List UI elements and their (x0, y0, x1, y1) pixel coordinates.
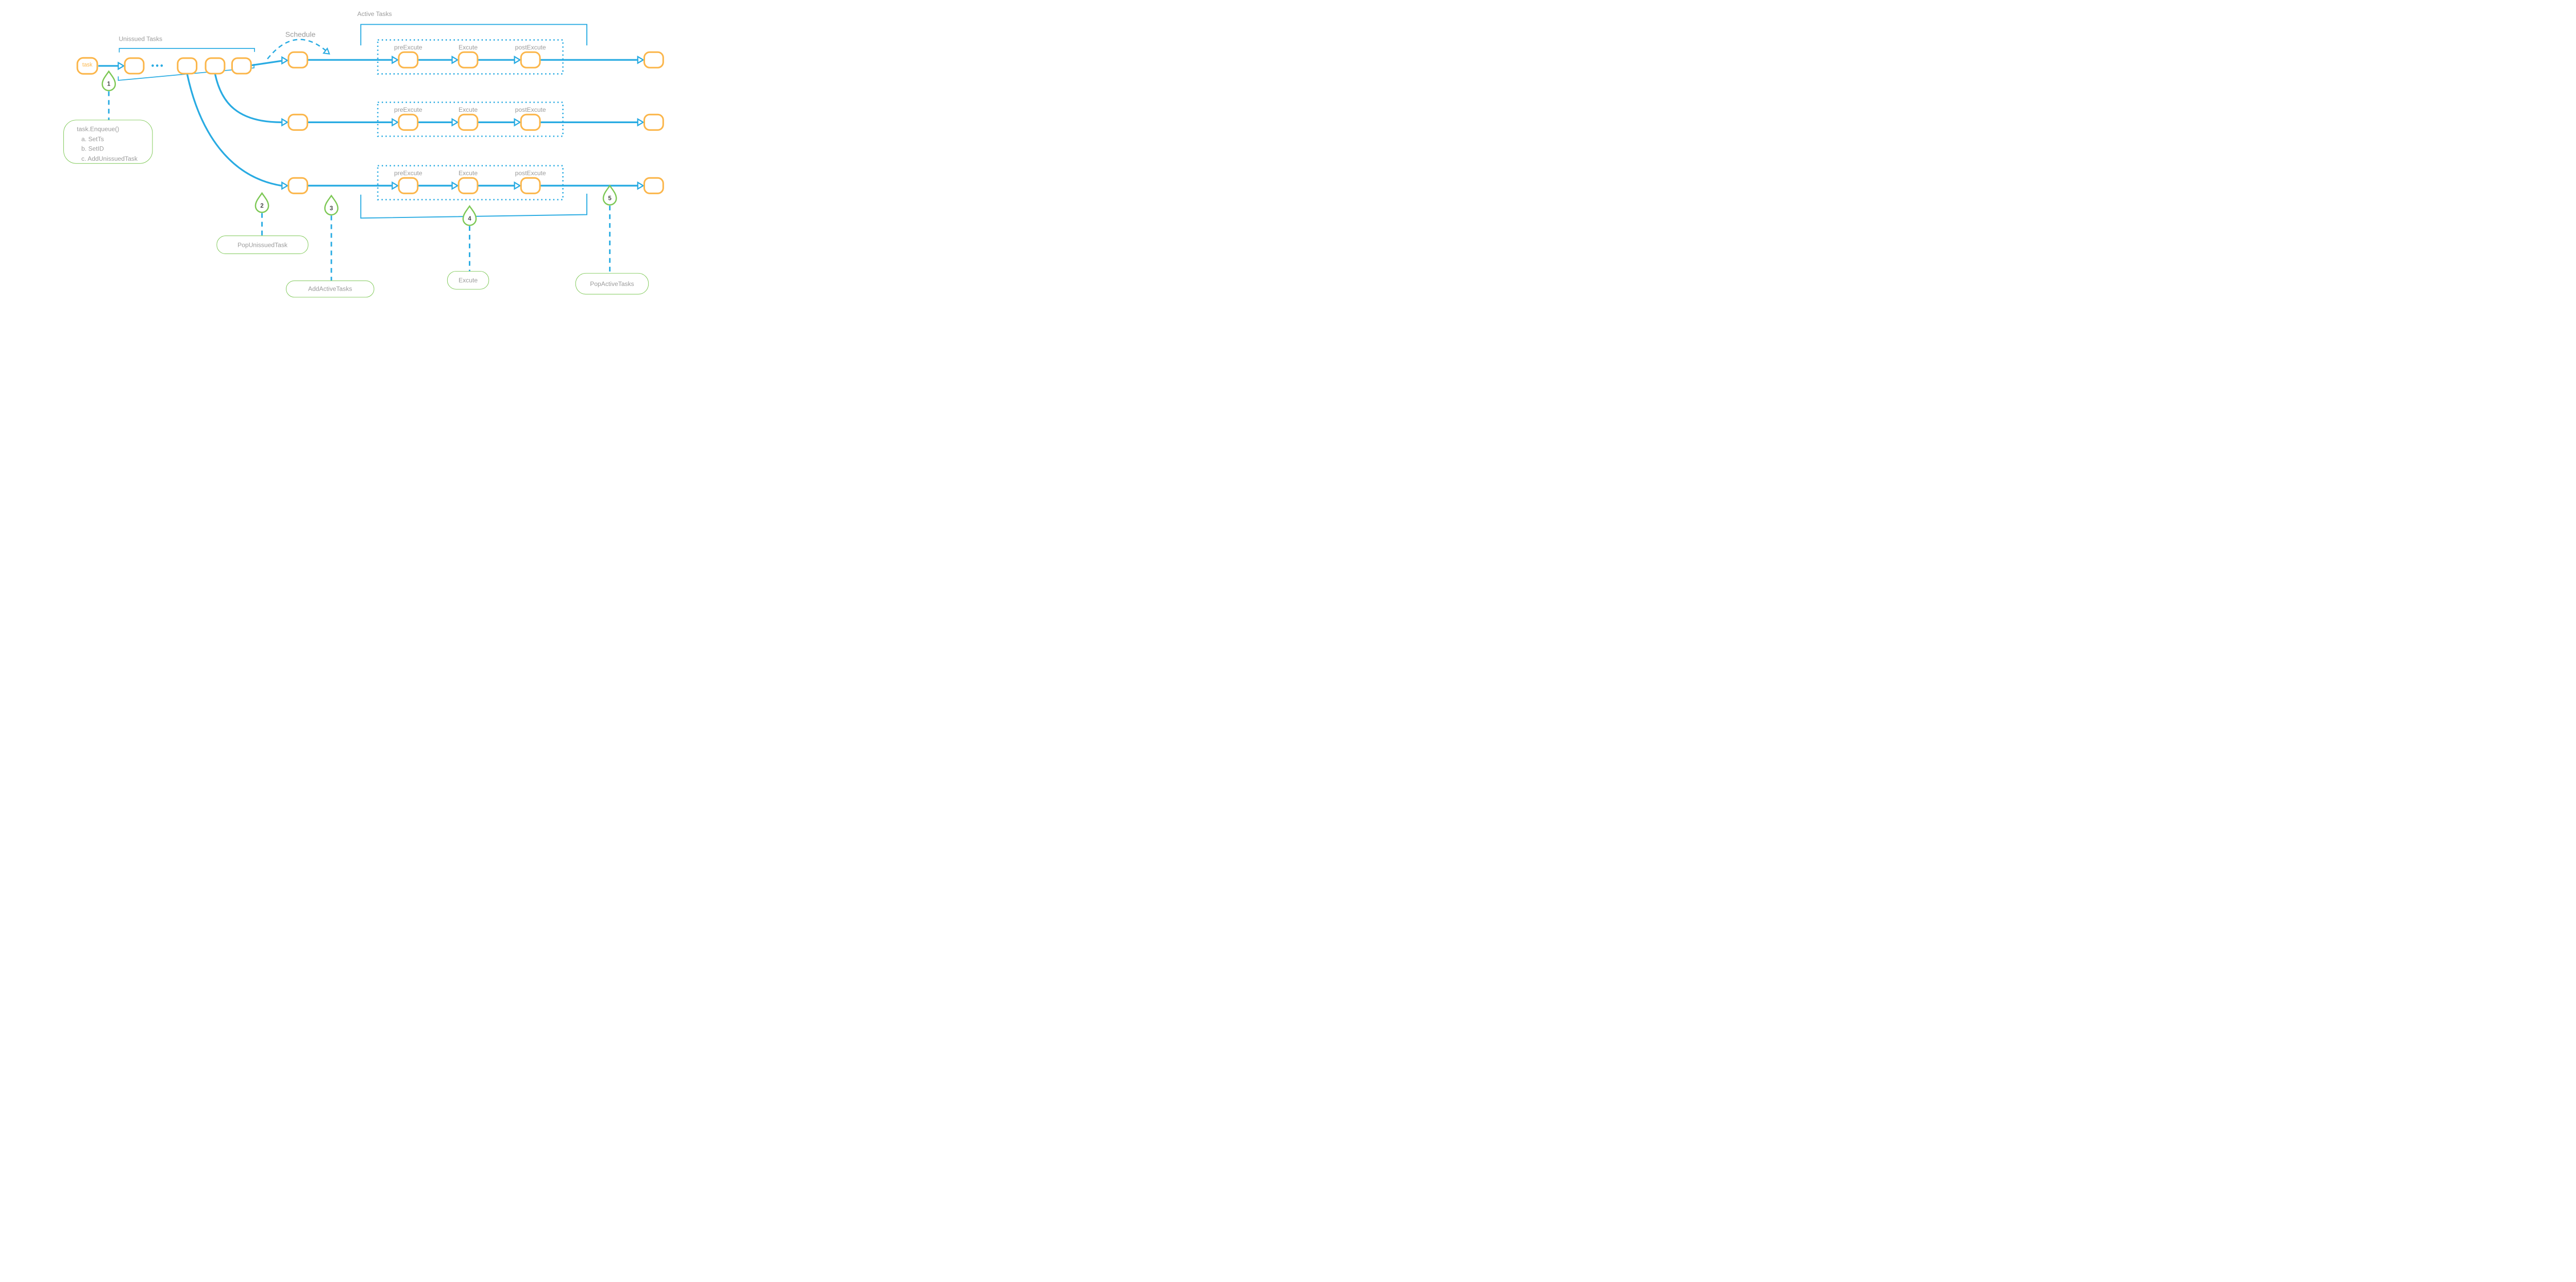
stage-label-excute-row3: Excute (459, 170, 478, 177)
diagram-artwork (76, 24, 664, 281)
flow-lines (98, 59, 637, 187)
marker4-number: 4 (468, 215, 471, 223)
marker3-number: 3 (329, 205, 333, 212)
pipeline-box-row1 (377, 39, 564, 75)
arrowhead (637, 181, 645, 190)
stage-label-excute-row2: Excute (459, 106, 478, 113)
arrowhead (392, 55, 399, 64)
callout-pop-active-tasks: PopActiveTasks (575, 273, 649, 295)
task-node-label: task (82, 62, 93, 68)
task-node (76, 57, 98, 75)
callout-enqueue-line4: c. AddUnissuedTask (81, 155, 138, 162)
post-excute-node-row3 (520, 177, 541, 194)
callout-enqueue-line3: b. SetID (81, 145, 104, 153)
task-nodes (76, 51, 664, 194)
callout-excute: Excute (447, 271, 489, 290)
arrowhead (392, 181, 399, 190)
pipeline-box-row3 (377, 165, 564, 200)
marker1-number: 1 (107, 80, 111, 88)
callout-enqueue-line2: a. SetTs (81, 135, 104, 143)
diagram-stage: Unissued Tasks Schedule Active Tasks tas… (0, 0, 778, 320)
schedule-arrowhead (323, 47, 330, 55)
pipeline-box-row2 (377, 102, 564, 137)
arrowhead (281, 56, 289, 65)
arrowhead (451, 55, 459, 64)
excute-node-row3 (457, 177, 479, 194)
marker4-teardrop-icon (462, 205, 477, 226)
arrowhead (451, 181, 459, 190)
scheduler-node-row3 (287, 177, 309, 194)
stage-label-pre-row3: preExcute (394, 170, 422, 177)
queue-node-4 (231, 57, 252, 75)
excute-node-row2 (457, 113, 479, 131)
callout-enqueue-line1: task.Enqueue() (77, 126, 120, 133)
arrowhead (117, 61, 125, 71)
post-excute-node-row1 (520, 51, 541, 69)
schedule-label: Schedule (285, 31, 316, 39)
arrowhead (514, 117, 521, 127)
stage-label-post-row3: postExcute (515, 170, 546, 177)
curve-queue-to-scheduler3 (186, 74, 282, 187)
end-node-row3 (643, 177, 664, 194)
pre-excute-node-row2 (398, 113, 419, 131)
ellipsis-dot (156, 64, 159, 67)
stage-label-pre-row2: preExcute (394, 106, 422, 113)
arrowhead (514, 55, 521, 64)
queue-node-2 (177, 57, 198, 75)
pre-excute-node-row1 (398, 51, 419, 69)
callout-add-active-tasks: AddActiveTasks (286, 280, 375, 298)
marker5-teardrop-icon (602, 184, 617, 206)
arrowheads (117, 55, 645, 190)
schedule-arc-path (267, 39, 328, 60)
arrowhead (392, 117, 399, 127)
excute-node-row1 (457, 51, 479, 69)
scheduler-node-row1 (287, 51, 309, 69)
ellipsis-dot (160, 64, 163, 67)
marker1-teardrop-icon (101, 70, 116, 92)
queue-ellipsis-icon (151, 64, 163, 67)
active-tasks-label: Active Tasks (357, 10, 392, 18)
scheduler-node-row2 (287, 113, 309, 131)
unissued-bracket-top (118, 48, 255, 53)
arrowhead (451, 117, 459, 127)
marker2-teardrop-icon (255, 192, 269, 213)
arrowhead (637, 55, 645, 64)
curve-queue-to-scheduler2 (214, 74, 282, 123)
arrowhead (637, 117, 645, 127)
end-node-row2 (643, 113, 664, 131)
unissued-tasks-label: Unissued Tasks (118, 35, 163, 43)
marker5-number: 5 (608, 194, 612, 202)
schedule-arc (267, 39, 330, 60)
stage-label-post-row1: postExcute (515, 44, 546, 51)
stage-label-excute-row1: Excute (459, 44, 478, 51)
callout-task-enqueue: task.Enqueue() a. SetTs b. SetID c. AddU… (63, 120, 153, 164)
diagram-canvas: Unissued Tasks Schedule Active Tasks tas… (0, 0, 778, 320)
stage-label-pre-row1: preExcute (394, 44, 422, 51)
active-bracket-top (360, 24, 588, 46)
stage-label-post-row2: postExcute (515, 106, 546, 113)
queue-node-1 (124, 57, 145, 75)
queue-node-3 (205, 57, 226, 75)
ellipsis-dot (151, 64, 154, 67)
marker-connectors (108, 91, 611, 281)
marker2-number: 2 (260, 202, 264, 209)
arrow-queue-to-scheduler1 (250, 60, 282, 66)
callout-pop-unissued-task: PopUnissuedTask (216, 235, 309, 255)
marker3-teardrop-icon (324, 194, 339, 216)
pre-excute-node-row3 (398, 177, 419, 194)
end-node-row1 (643, 51, 664, 69)
post-excute-node-row2 (520, 113, 541, 131)
teardrop-markers (101, 70, 617, 226)
arrowhead (281, 181, 289, 190)
arrowhead (514, 181, 521, 190)
arrowhead (281, 117, 289, 127)
